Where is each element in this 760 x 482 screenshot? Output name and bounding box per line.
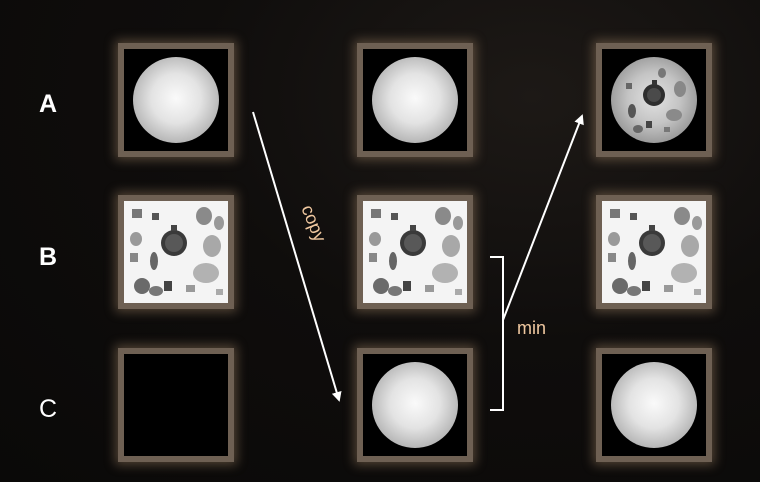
image-b-col2: [357, 195, 473, 309]
image-c-col3: [596, 348, 712, 462]
image-c-col1: [118, 348, 234, 462]
row-label-a: A: [38, 90, 58, 118]
copy-arrow: [252, 111, 342, 402]
sphere-image: [611, 362, 697, 448]
row-label-c: C: [38, 395, 58, 423]
image-b-col1: [118, 195, 234, 309]
image-b-col3: [596, 195, 712, 309]
min-bracket: [490, 256, 504, 411]
objects-overlay: [626, 68, 686, 133]
sphere-image: [372, 362, 458, 448]
image-a-col3: [596, 43, 712, 157]
image-a-col2: [357, 43, 473, 157]
min-arrow: [502, 114, 584, 321]
sphere-image: [372, 57, 458, 143]
row-label-b: B: [38, 243, 58, 271]
objects-image: [363, 201, 467, 303]
image-c-col2: [357, 348, 473, 462]
image-a-col1: [118, 43, 234, 157]
objects-image: [602, 201, 706, 303]
sphere-image: [133, 57, 219, 143]
min-label: min: [517, 318, 547, 338]
objects-image: [124, 201, 228, 303]
